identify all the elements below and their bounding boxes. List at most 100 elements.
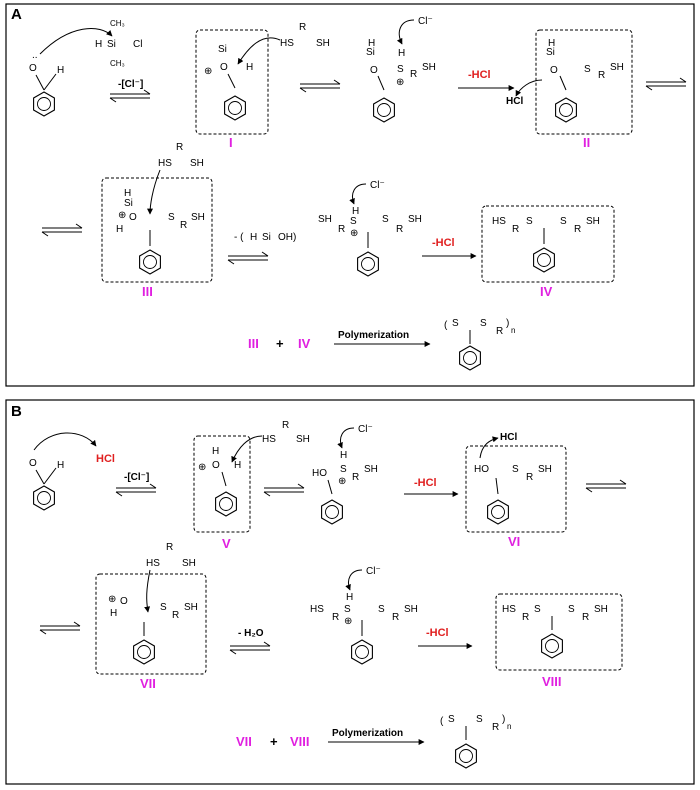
svg-text:SH: SH (610, 62, 624, 73)
product-iv: HS R S S R SH (492, 216, 600, 273)
svg-text:H: H (246, 62, 253, 73)
svg-text:SH: SH (364, 464, 378, 475)
svg-text:R: R (598, 70, 605, 81)
svg-text:HS: HS (158, 158, 172, 169)
svg-text:S: S (378, 604, 385, 615)
svg-text:Cl⁻: Cl⁻ (418, 16, 433, 27)
svg-text:S: S (560, 216, 567, 227)
svg-text:SH: SH (184, 602, 198, 613)
svg-text:Cl⁻: Cl⁻ (366, 566, 381, 577)
svg-text:Si: Si (366, 47, 375, 58)
svg-text:S: S (476, 714, 483, 725)
b-cond-2: -HCl (414, 477, 437, 489)
svg-text:O: O (550, 65, 558, 76)
svg-text:SH: SH (316, 38, 330, 49)
svg-text:R: R (180, 220, 187, 231)
svg-text:R: R (574, 224, 581, 235)
svg-text:SH: SH (190, 158, 204, 169)
b-eq-plus: + (270, 734, 278, 749)
svg-text:SH: SH (408, 214, 422, 225)
svg-text:CH₃: CH₃ (110, 19, 125, 28)
svg-text:O: O (129, 212, 137, 223)
svg-text:S: S (512, 464, 519, 475)
svg-text:H: H (57, 460, 64, 471)
b-cond-1: -[Cl⁻] (124, 472, 149, 483)
svg-text:⊕: ⊕ (204, 66, 212, 77)
b-cond-3: - H₂O (238, 628, 264, 639)
svg-text:HS: HS (492, 216, 506, 227)
b-polymerization: Polymerization (332, 728, 403, 739)
label-v: V (222, 536, 231, 551)
benzaldehyde-a: O .. H (29, 50, 64, 117)
svg-text:): ) (506, 318, 509, 329)
b-eq-right: VIII (290, 734, 310, 749)
a-byproduct-hcl: HCl (506, 96, 523, 107)
svg-text:⊕: ⊕ (198, 462, 206, 473)
svg-text:S: S (448, 714, 455, 725)
svg-text:O: O (29, 458, 37, 469)
panel-a-label: A (11, 6, 22, 23)
svg-text:⊕: ⊕ (350, 228, 358, 239)
a-eq-plus: + (276, 336, 284, 351)
svg-text:R: R (492, 722, 499, 733)
dithiol-b1: HS R SH (262, 420, 310, 445)
svg-text:O: O (212, 460, 220, 471)
a-polymerization: Polymerization (338, 330, 409, 341)
svg-text:S: S (534, 604, 541, 615)
svg-text:R: R (410, 69, 417, 80)
svg-text:..: .. (32, 50, 38, 61)
svg-text:H: H (234, 460, 241, 471)
svg-text:O: O (220, 62, 228, 73)
svg-text:Si: Si (218, 44, 227, 55)
svg-text:HO: HO (474, 464, 489, 475)
svg-text:H: H (212, 446, 219, 457)
label-viii: VIII (542, 674, 562, 689)
a-cond-1: -[Cl⁻] (118, 79, 143, 90)
svg-text:S: S (568, 604, 575, 615)
svg-text:S: S (344, 604, 351, 615)
svg-text:H: H (250, 232, 257, 243)
svg-text:⊕: ⊕ (108, 594, 116, 605)
svg-text:SH: SH (182, 558, 196, 569)
svg-text:H: H (398, 48, 405, 59)
svg-text:S: S (382, 214, 389, 225)
svg-text:R: R (526, 472, 533, 483)
svg-text:HCl: HCl (500, 432, 517, 443)
intermediate-a2: H Si O H S ⊕ R SH Cl⁻ (366, 16, 436, 123)
svg-text:SH: SH (296, 434, 310, 445)
svg-text:R: R (176, 142, 183, 153)
svg-text:R: R (522, 612, 529, 623)
label-iv: IV (540, 284, 553, 299)
svg-text:): ) (293, 232, 296, 243)
silanol-byproduct: - ( H Si OH ) (234, 232, 296, 243)
svg-text:R: R (332, 612, 339, 623)
svg-text:H: H (124, 188, 131, 199)
svg-text:R: R (512, 224, 519, 235)
svg-text:Si: Si (107, 39, 116, 50)
panel-b-label: B (11, 403, 22, 420)
svg-text:HS: HS (146, 558, 160, 569)
b-reagent-hcl: HCl (96, 453, 115, 465)
svg-text:⊕: ⊕ (118, 210, 126, 221)
benzaldehyde-b: O H (29, 458, 64, 511)
svg-text:SH: SH (191, 212, 205, 223)
product-viii: HS R S S R SH (502, 604, 608, 659)
svg-text:⊕: ⊕ (338, 476, 346, 487)
intermediate-b5: Cl⁻ H HS R S ⊕ S R SH (310, 566, 418, 665)
a-eq-right: IV (298, 336, 311, 351)
a-cond-2: -HCl (468, 69, 491, 81)
svg-text:O: O (370, 65, 378, 76)
svg-text:S: S (480, 318, 487, 329)
a-eq-left: III (248, 336, 259, 351)
svg-text:S: S (397, 64, 404, 75)
svg-text:SH: SH (404, 604, 418, 615)
svg-text:S: S (452, 318, 459, 329)
svg-text:Cl⁻: Cl⁻ (370, 180, 385, 191)
svg-text:R: R (172, 610, 179, 621)
tmscl-reagent: CH₃ H Si Cl CH₃ (95, 19, 142, 68)
svg-text:S: S (160, 602, 167, 613)
svg-text:H: H (548, 38, 555, 49)
svg-text:(: ( (440, 716, 444, 727)
label-iii: III (142, 284, 153, 299)
panel-a: A O .. H CH₃ H Si Cl CH₃ -[Cl⁻] Si O ⊕ H (5, 3, 695, 387)
